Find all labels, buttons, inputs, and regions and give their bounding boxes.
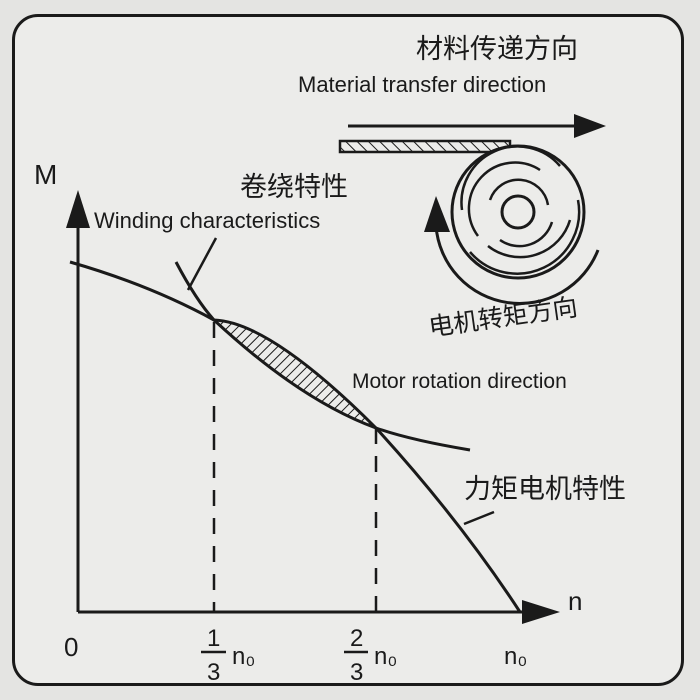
winding-label-cn: 卷绕特性 [240,172,348,202]
material-transfer-label-cn: 材料传递方向 [416,34,578,64]
winding-leader-line [186,237,218,291]
y-axis-label: M [34,159,57,190]
x-axis-label: n [568,586,582,616]
tick-two-thirds-numerator: 2 [350,625,363,652]
motor-rotation-label-en: Motor rotation direction [352,370,567,393]
tick-two-thirds: 2 3 n₀ [344,625,397,686]
tick-two-thirds-unit: n₀ [374,643,397,670]
motor-rotation-arrow [424,196,600,305]
tick-one-third-numerator: 1 [207,625,220,652]
torque-motor-curve [69,260,522,613]
x-axis [78,600,560,624]
tick-one-third-unit: n₀ [232,643,255,670]
material-transfer-label-en: Material transfer direction [298,72,546,97]
material-roll [450,144,586,280]
y-axis [66,190,90,612]
tick-one-third-denominator: 3 [207,659,220,686]
winding-curve [174,261,471,452]
material-transfer-arrow [348,114,606,138]
tick-one-third: 1 3 n₀ [201,625,255,686]
torque-motor-label-cn: 力矩电机特性 [464,474,626,504]
tick-two-thirds-denominator: 3 [350,659,363,686]
origin-label: 0 [64,632,78,662]
material-strip [338,139,512,154]
winding-label-en: Winding characteristics [94,208,320,233]
torque-leader-line [463,510,495,526]
tick-full: n₀ [504,643,527,670]
